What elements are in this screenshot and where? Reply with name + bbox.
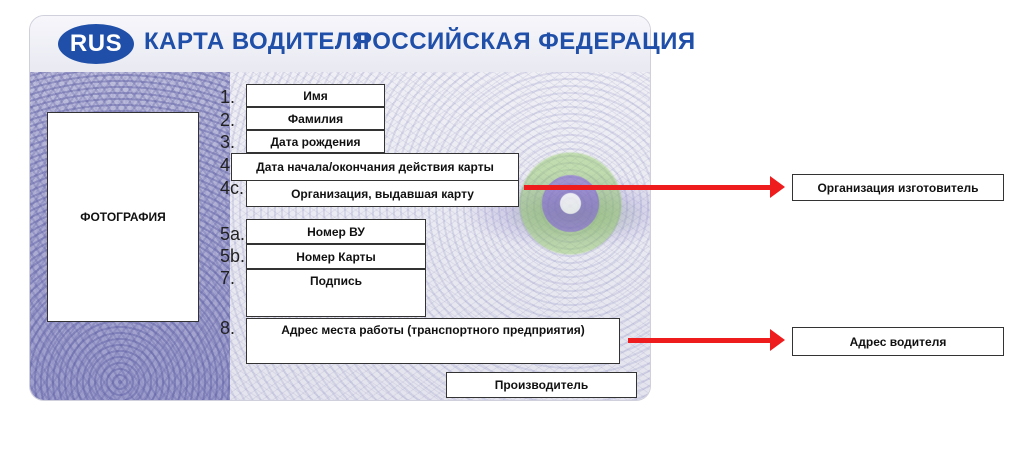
field-name: Имя bbox=[246, 84, 385, 107]
field-number-3: 3. bbox=[220, 132, 236, 152]
field-number-4: 4 bbox=[220, 155, 231, 175]
country-badge: RUS bbox=[58, 24, 134, 64]
field-birth-date-label: Дата рождения bbox=[270, 134, 361, 149]
card-subtitle: РОССИЙСКАЯ ФЕДЕРАЦИЯ bbox=[356, 28, 696, 55]
field-number-5b: 5b. bbox=[220, 246, 246, 266]
field-signature: Подпись bbox=[246, 269, 426, 317]
field-signature-label: Подпись bbox=[309, 274, 363, 288]
callout-address-label: Адрес водителя bbox=[849, 334, 947, 349]
photo-area: ФОТОГРАФИЯ bbox=[47, 112, 199, 322]
callout-address: Адрес водителя bbox=[792, 327, 1004, 356]
field-manufacturer-label: Производитель bbox=[494, 378, 589, 392]
card-title: КАРТА ВОДИТЕЛЯ bbox=[144, 28, 371, 55]
field-issuer-label: Организация, выдавшая карту bbox=[291, 186, 474, 201]
field-work-address: Адрес места работы (транспортного предпр… bbox=[246, 318, 620, 364]
field-surname-label: Фамилия bbox=[287, 111, 344, 126]
field-validity: Дата начала/окончания действия карты bbox=[231, 153, 519, 181]
field-validity-label: Дата начала/окончания действия карты bbox=[256, 160, 494, 174]
field-license-number: Номер ВУ bbox=[246, 219, 426, 244]
field-manufacturer: Производитель bbox=[446, 372, 637, 398]
callout-organization-label: Организация изготовитель bbox=[817, 180, 979, 195]
field-card-number-label: Номер Карты bbox=[296, 249, 376, 264]
field-number-1: 1. bbox=[220, 87, 236, 107]
field-surname: Фамилия bbox=[246, 107, 385, 130]
field-card-number: Номер Карты bbox=[246, 244, 426, 269]
arrow-organization-line bbox=[524, 185, 772, 190]
photo-label: ФОТОГРАФИЯ bbox=[80, 210, 166, 224]
arrow-address-head bbox=[770, 329, 785, 351]
field-work-address-label: Адрес места работы (транспортного предпр… bbox=[281, 323, 585, 337]
field-issuer: Организация, выдавшая карту bbox=[246, 180, 519, 207]
field-number-8: 8. bbox=[220, 318, 236, 338]
field-name-label: Имя bbox=[303, 88, 328, 103]
hologram-rosette bbox=[518, 151, 623, 256]
arrow-address-line bbox=[628, 338, 772, 343]
field-number-5a: 5a. bbox=[220, 224, 246, 244]
field-number-4c: 4c. bbox=[220, 178, 245, 198]
field-number-7: 7. bbox=[220, 268, 236, 288]
callout-organization: Организация изготовитель bbox=[792, 174, 1004, 201]
field-birth-date: Дата рождения bbox=[246, 130, 385, 153]
arrow-organization-head bbox=[770, 176, 785, 198]
field-license-number-label: Номер ВУ bbox=[307, 224, 365, 239]
field-number-2: 2. bbox=[220, 110, 236, 130]
